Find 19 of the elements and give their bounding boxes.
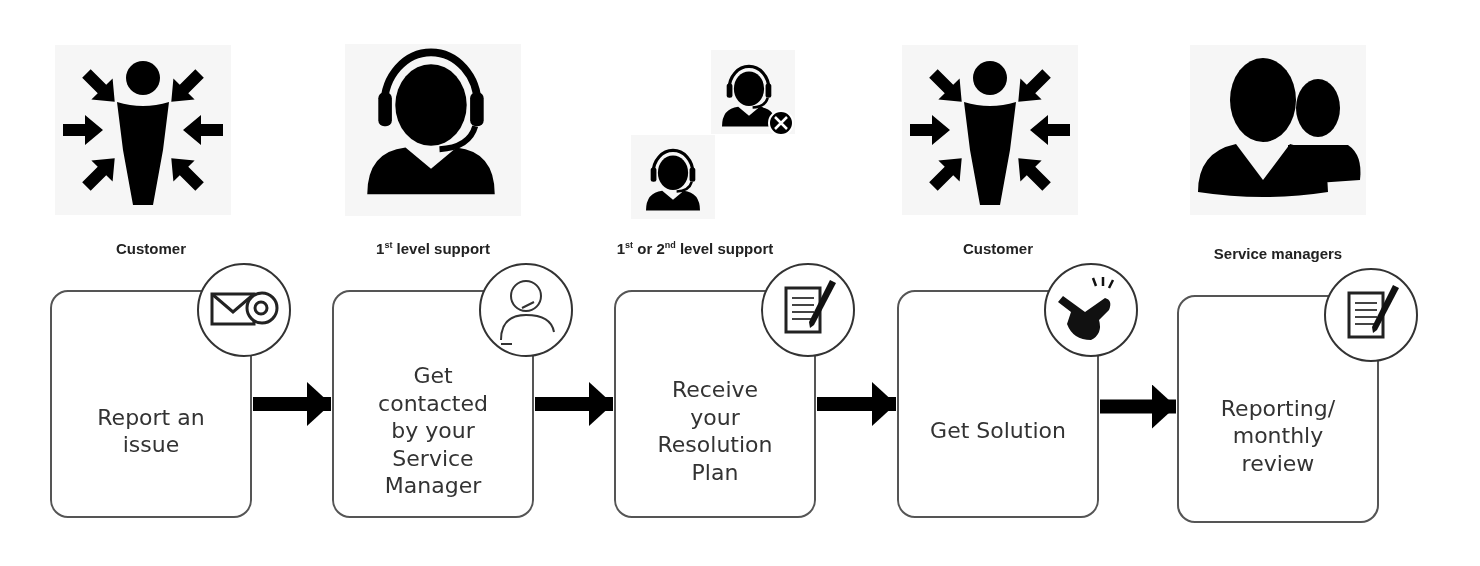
block-arrow xyxy=(817,382,896,426)
step-text: Get Solution xyxy=(930,417,1066,445)
block-arrow xyxy=(1100,384,1176,429)
step-text: Receive your Resolution Plan xyxy=(656,376,774,486)
process-box xyxy=(50,290,252,518)
process-box xyxy=(614,290,816,518)
step-text: Report an issue xyxy=(96,403,206,459)
role-label: 1$^{st}$ level support xyxy=(376,240,490,257)
process-box xyxy=(1177,295,1379,523)
process-box xyxy=(897,290,1099,518)
block-arrow xyxy=(535,382,613,426)
step-text: Reporting/ monthly review xyxy=(1219,394,1337,478)
process-box xyxy=(332,290,534,518)
role-label: 1$^{st}$ or 2$^{nd}$ level support xyxy=(616,240,774,257)
step-text: Get contacted by your Service Manager xyxy=(377,362,489,500)
block-arrow xyxy=(253,382,331,426)
role-label: Customer xyxy=(963,240,1033,257)
role-label: Service managers xyxy=(1213,245,1343,262)
role-label: Customer xyxy=(116,240,186,257)
